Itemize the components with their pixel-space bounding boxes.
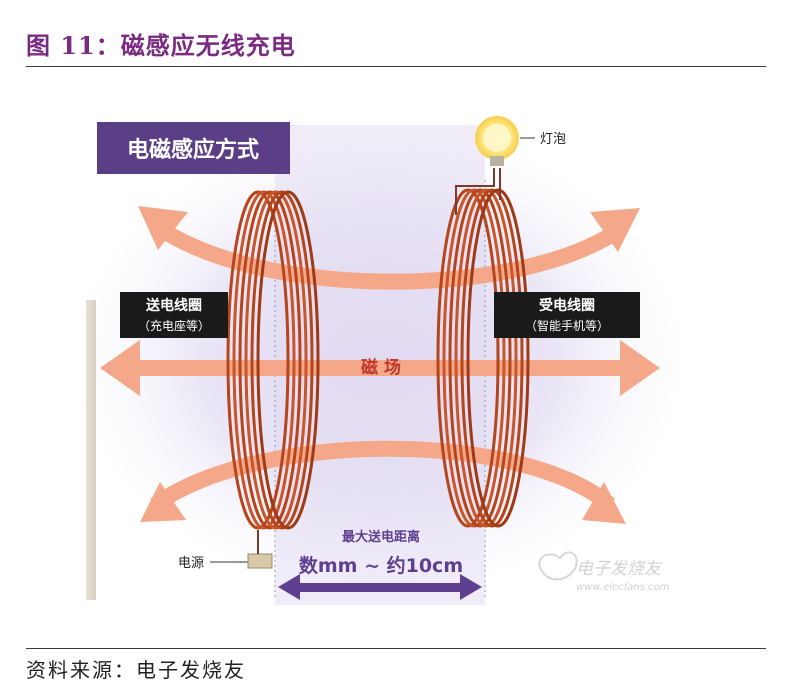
transmit-coil-label: 送电线圈 （充电座等） [120,292,228,338]
magnetic-field-label: 磁 场 [361,357,401,378]
transmit-coil-note: （充电座等） [138,318,210,333]
stand-pole [86,300,96,600]
receive-coil-note: （智能手机等） [525,318,609,333]
receive-coil-label: 受电线圈 （智能手机等） [494,292,640,338]
bulb-label: 灯泡 [540,132,566,147]
transmit-coil-name: 送电线圈 [145,297,202,314]
method-badge-text: 电磁感应方式 [127,137,259,163]
watermark: 电子发烧友 www.elecfans.com [539,552,669,593]
watermark-url: www.elecfans.com [576,582,670,593]
distance-value: 数mm ~ 约10cm [299,554,463,577]
distance-caption: 最大送电距离 [342,529,420,545]
bottom-rule [26,648,766,649]
watermark-text: 电子发烧友 [576,559,663,579]
figure-source: 资料来源：电子发烧友 [26,654,246,683]
method-badge: 电磁感应方式 [97,122,290,174]
watermark-logo-icon [539,552,576,579]
power-source-label: 电源 [178,556,204,571]
receive-coil-name: 受电线圈 [539,297,595,314]
